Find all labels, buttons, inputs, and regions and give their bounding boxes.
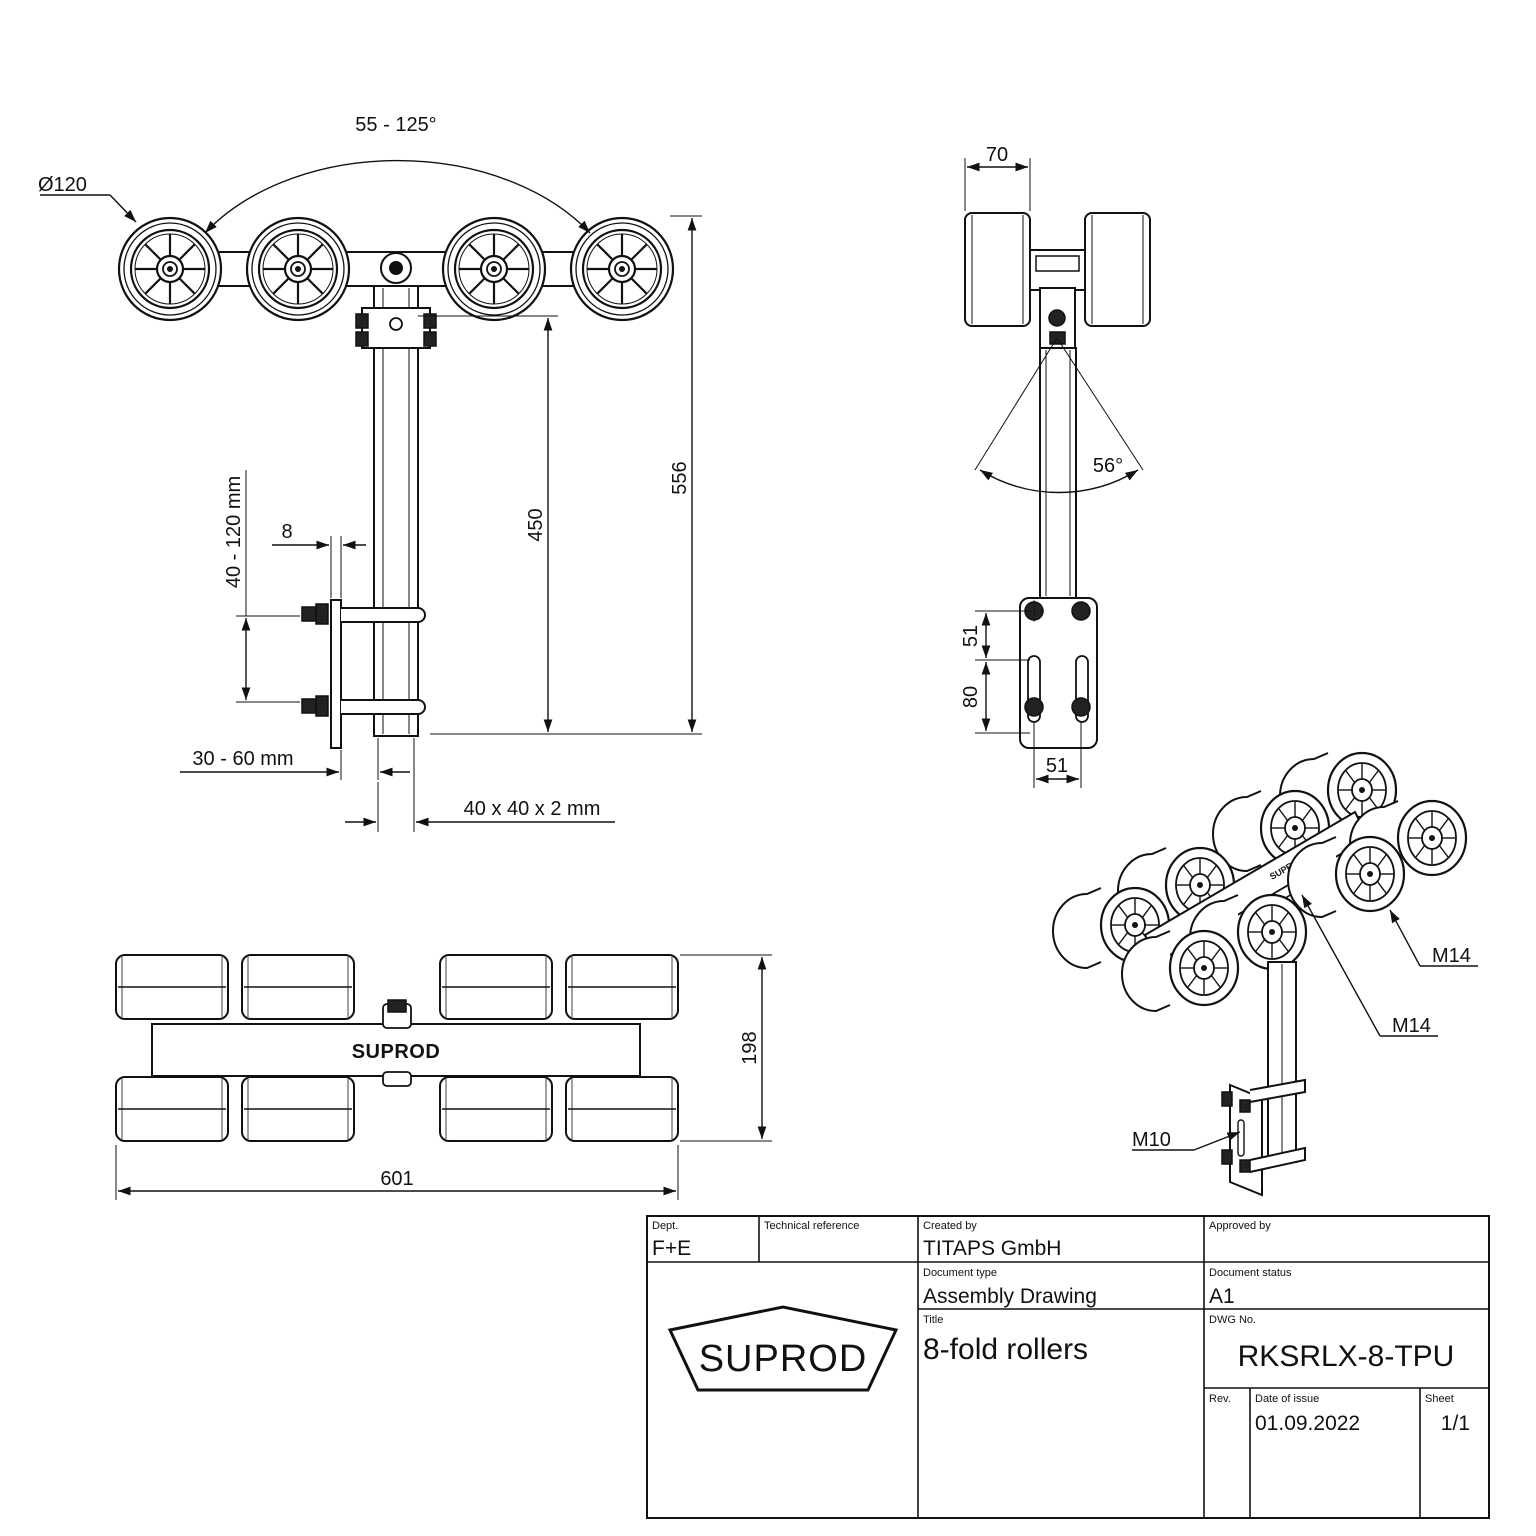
dim-plate-80: 80 (960, 686, 982, 708)
dim-wheel-diameter: Ø120 (38, 174, 87, 196)
tb-doc-status-label: Document status (1209, 1267, 1292, 1279)
dim-tube-profile: 40 x 40 x 2 mm (464, 798, 601, 820)
side-roller-right (1084, 212, 1151, 327)
front-roller-2 (245, 216, 351, 322)
side-vertical-tube (1039, 347, 1077, 599)
plan-view: SUPROD 601 198 (115, 954, 772, 1200)
logo-text: SUPROD (699, 1338, 868, 1380)
dim-angle-top: 55 - 125° (355, 114, 436, 136)
dim-clamp-width: 30 - 60 mm (192, 748, 293, 770)
plan-roller-top-4 (565, 954, 679, 1020)
dim-height-450: 450 (525, 508, 547, 541)
tb-rev-label: Rev. (1209, 1393, 1231, 1405)
plan-roller-bottom-4 (565, 1076, 679, 1142)
tb-dept-value: F+E (652, 1237, 691, 1260)
front-clamp-plate (330, 599, 342, 749)
callout-m14-b: M14 (1392, 1015, 1431, 1037)
dim-side-width: 70 (986, 144, 1008, 166)
dim-plate-51-vertical: 51 (960, 625, 982, 647)
plan-roller-bottom-2 (241, 1076, 355, 1142)
tb-sheet-label: Sheet (1425, 1393, 1454, 1405)
front-roller-3 (441, 216, 547, 322)
front-roller-1 (117, 216, 223, 322)
dim-side-angle: 56° (1093, 455, 1123, 477)
tb-doc-type-label: Document type (923, 1267, 997, 1279)
callout-m14-a: M14 (1432, 945, 1471, 967)
plan-roller-top-1 (115, 954, 229, 1020)
tb-created-by-label: Created by (923, 1220, 977, 1232)
tb-dwg-no-value: RKSRLX-8-TPU (1238, 1340, 1455, 1373)
title-block: Dept. F+E Technical reference Created by… (646, 1215, 1490, 1519)
dim-plan-width: 601 (380, 1168, 413, 1190)
tb-date-label: Date of issue (1255, 1393, 1319, 1405)
plan-roller-top-2 (241, 954, 355, 1020)
isometric-view: SUPROD (1053, 753, 1466, 1197)
tb-sheet-value: 1/1 (1441, 1412, 1470, 1435)
tb-dwg-no-label: DWG No. (1209, 1314, 1256, 1326)
dim-height-556: 556 (669, 461, 691, 494)
front-roller-4 (569, 216, 675, 322)
tb-date-value: 01.09.2022 (1255, 1412, 1360, 1435)
iso-roller-front-3 (1288, 837, 1404, 917)
tb-doc-status-value: A1 (1209, 1285, 1235, 1308)
suprod-logo: SUPROD (667, 1305, 899, 1392)
dim-plate-51-horizontal: 51 (1046, 755, 1068, 777)
dim-plan-depth: 198 (739, 1031, 761, 1064)
front-vertical-tube (373, 285, 419, 737)
tb-title-value: 8-fold rollers (923, 1333, 1088, 1366)
front-view: Ø120 55 - 125° 556 450 40 - 120 mm 8 30 … (38, 114, 702, 832)
callouts: M14 M14 M10 (1132, 894, 1478, 1151)
iso-roller-front-1 (1122, 931, 1238, 1011)
side-roller-left (964, 212, 1031, 327)
tb-approved-by-label: Approved by (1209, 1220, 1271, 1232)
tb-tech-ref-label: Technical reference (764, 1220, 859, 1232)
tb-doc-type-value: Assembly Drawing (923, 1285, 1097, 1308)
plan-roller-top-3 (439, 954, 553, 1020)
dim-plate-thickness: 8 (281, 521, 292, 543)
dim-clamp-range: 40 - 120 mm (223, 476, 245, 588)
plan-beam-brand: SUPROD (352, 1041, 441, 1063)
callout-m10: M10 (1132, 1129, 1171, 1151)
tb-created-by-value: TITAPS GmbH (923, 1237, 1061, 1260)
plan-roller-bottom-3 (439, 1076, 553, 1142)
tb-title-label: Title (923, 1314, 943, 1326)
plan-roller-bottom-1 (115, 1076, 229, 1142)
tb-dept-label: Dept. (652, 1220, 678, 1232)
side-view: 70 56° 51 80 51 (960, 144, 1151, 788)
